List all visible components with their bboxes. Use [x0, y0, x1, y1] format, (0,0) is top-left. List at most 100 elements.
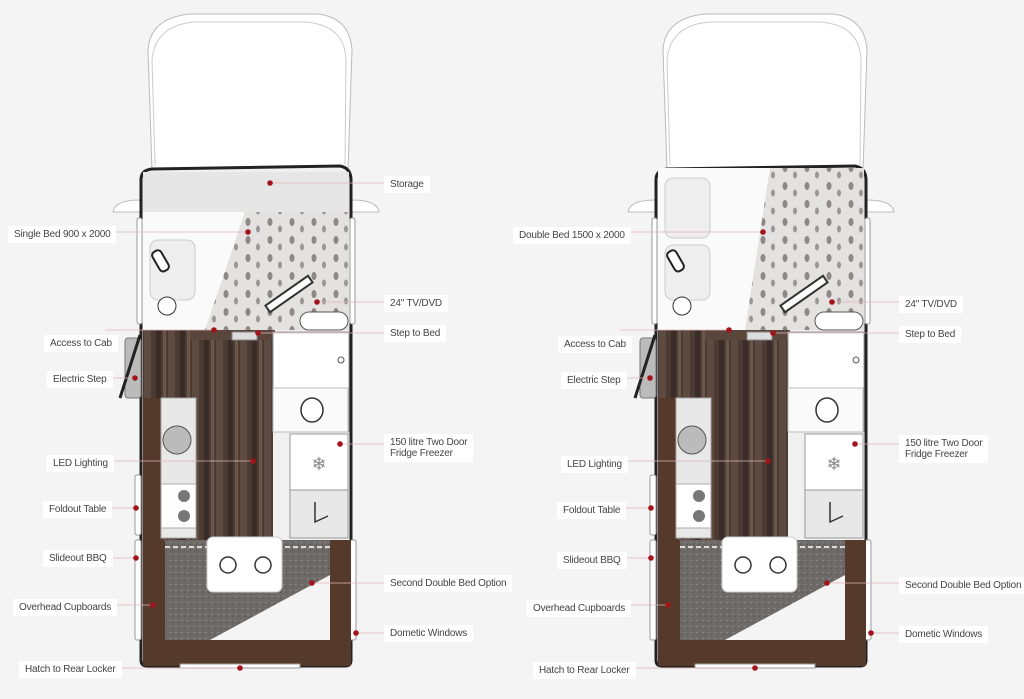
- label-dometic-windows: Dometic Windows: [384, 625, 474, 642]
- label-tv-2: 24" TV/DVD: [899, 296, 963, 313]
- marker-dot: [868, 630, 874, 636]
- marker-dot: [852, 441, 858, 447]
- marker-dot: [752, 665, 758, 671]
- label-access-cab: Access to Cab: [44, 335, 118, 352]
- burner-icon: [693, 510, 705, 522]
- step-plate: [231, 331, 258, 341]
- marker-dot: [133, 505, 139, 511]
- window: [649, 539, 657, 641]
- marker-dot: [770, 330, 776, 336]
- fan-icon: [157, 296, 177, 316]
- marker-dot: [337, 441, 343, 447]
- marker-dot: [255, 330, 261, 336]
- cab-outline: [147, 13, 353, 171]
- label-access-cab-2: Access to Cab: [558, 336, 632, 353]
- toilet-icon: [815, 397, 839, 423]
- marker-dot: [211, 327, 217, 333]
- reading-lamp-icon: [151, 249, 170, 273]
- label-foldout-table: Foldout Table: [43, 501, 113, 518]
- label-hatch-2: Hatch to Rear Locker: [533, 662, 636, 679]
- label-fridge-2-line2: Fridge Freezer: [905, 449, 968, 460]
- label-electric-step: Electric Step: [47, 371, 113, 388]
- door-line: [633, 334, 657, 399]
- dinette-frame: [143, 540, 351, 666]
- label-slideout-bbq: Slideout BBQ: [43, 550, 113, 567]
- label-double-bed: Double Bed 1500 x 2000: [513, 227, 631, 244]
- marker-dot: [647, 375, 653, 381]
- plate-icon: [769, 556, 787, 574]
- marker-dot: [829, 299, 835, 305]
- window: [349, 217, 356, 325]
- marker-dot: [309, 580, 315, 586]
- dinette-frame: [658, 540, 866, 666]
- right-mirror: [866, 199, 895, 213]
- basin-icon: [814, 311, 864, 331]
- marker-dot: [133, 555, 139, 561]
- pillow: [664, 177, 711, 239]
- window: [134, 474, 142, 536]
- reading-lamp-icon: [666, 249, 685, 273]
- marker-dot: [760, 229, 766, 235]
- left-mirror: [112, 199, 141, 213]
- left-mirror: [627, 199, 656, 213]
- label-single-bed: Single Bed 900 x 2000: [8, 226, 117, 243]
- burner-icon: [178, 490, 190, 502]
- drain-icon: [337, 356, 345, 364]
- label-electric-step-2: Electric Step: [561, 372, 627, 389]
- label-overhead-cupboards-2: Overhead Cupboards: [527, 600, 632, 617]
- label-second-bed: Second Double Bed Option: [384, 575, 513, 592]
- window: [864, 217, 871, 325]
- marker-dot: [824, 580, 830, 586]
- marker-dot: [132, 375, 138, 381]
- plate-icon: [254, 556, 272, 574]
- marker-dot: [245, 229, 251, 235]
- sink-icon: [677, 425, 707, 455]
- label-storage: Storage: [384, 176, 430, 193]
- snowflake-icon: ❄: [826, 454, 841, 474]
- hanger-icon: [314, 502, 329, 524]
- cab-outline: [662, 13, 868, 171]
- right-mirror: [351, 199, 380, 213]
- marker-dot: [250, 458, 256, 464]
- cab-windscreen: [151, 21, 347, 166]
- tv-icon: [264, 274, 314, 314]
- tv-icon: [779, 274, 829, 314]
- kitchen-base: [143, 398, 161, 540]
- drain-icon: [852, 356, 860, 364]
- window: [136, 217, 143, 325]
- step-plate: [746, 331, 773, 341]
- label-overhead-cupboards: Overhead Cupboards: [13, 599, 118, 616]
- label-fridge-line1: 150 litre Two Door: [390, 437, 468, 448]
- burner-icon: [693, 490, 705, 502]
- electric-step: [124, 337, 142, 399]
- marker-dot: [665, 602, 671, 608]
- dining-table: [721, 536, 798, 593]
- window: [649, 474, 657, 536]
- marker-dot: [150, 602, 156, 608]
- label-led-lighting: LED Lighting: [47, 455, 114, 472]
- burner-icon: [178, 510, 190, 522]
- double-bed-floor-plan: ❄: [620, 13, 905, 671]
- kitchen-base: [658, 398, 676, 540]
- label-led-lighting-2: LED Lighting: [561, 456, 628, 473]
- wardrobe: [289, 489, 349, 539]
- hanger-icon: [829, 502, 844, 524]
- marker-dot: [353, 630, 359, 636]
- plate-icon: [734, 556, 752, 574]
- label-dometic-windows-2: Dometic Windows: [899, 626, 989, 643]
- marker-dot: [267, 180, 273, 186]
- dining-table: [206, 536, 283, 593]
- label-step-to-bed-2: Step to Bed: [899, 326, 962, 343]
- second-bed-sheet: [210, 575, 330, 640]
- single-bed-floor-plan: ❄: [105, 13, 390, 671]
- wardrobe: [804, 489, 864, 539]
- toilet-icon: [300, 397, 324, 423]
- marker-dot: [648, 555, 654, 561]
- label-hatch: Hatch to Rear Locker: [19, 661, 122, 678]
- basin-icon: [299, 311, 349, 331]
- label-second-bed-2: Second Double Bed Option: [899, 577, 1024, 594]
- second-bed-sheet: [725, 575, 845, 640]
- sink-icon: [162, 425, 192, 455]
- plate-icon: [219, 556, 237, 574]
